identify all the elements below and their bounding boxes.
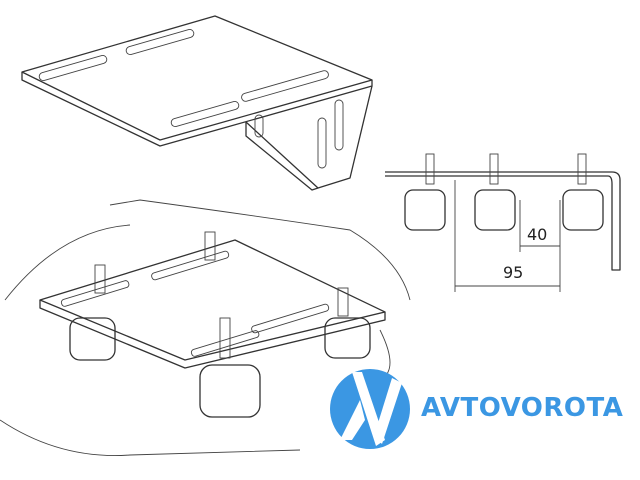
dimension-40: 40 bbox=[527, 225, 547, 244]
avtovorota-logo-icon bbox=[330, 369, 410, 449]
installed-plate-view bbox=[0, 199, 411, 456]
bracket-plate-view bbox=[21, 15, 373, 191]
brand-name: AVTOVOROTA bbox=[421, 393, 624, 423]
dimension-95: 95 bbox=[503, 263, 523, 282]
roller-side-view: 40 95 bbox=[385, 153, 621, 292]
